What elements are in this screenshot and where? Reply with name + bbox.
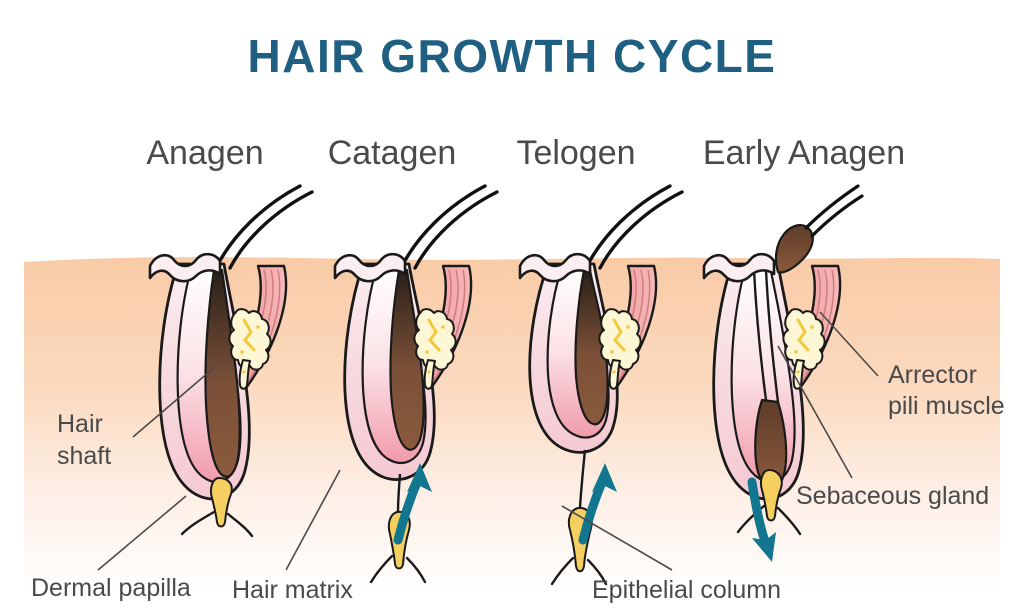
leader-hair-matrix bbox=[285, 469, 341, 571]
annotation-dermal-papilla: Dermal papilla bbox=[31, 574, 191, 602]
sebaceous-gland-3 bbox=[598, 308, 642, 390]
page-title: HAIR GROWTH CYCLE bbox=[248, 30, 777, 82]
leader-epithelial-column bbox=[561, 505, 673, 571]
leader-lines bbox=[97, 311, 879, 571]
follicle-catagen bbox=[333, 184, 499, 584]
follicle-anagen bbox=[148, 184, 314, 538]
stage-label-telogen: Telogen bbox=[516, 134, 635, 172]
sebaceous-gland-1 bbox=[228, 308, 272, 390]
annotation-sebaceous-gland: Sebaceous gland bbox=[796, 482, 989, 510]
hair-shaft-1 bbox=[214, 184, 314, 270]
annotation-hair-shaft-line2: shaft bbox=[57, 442, 111, 470]
annotation-arrector-pili-line2: pili muscle bbox=[888, 392, 1005, 420]
arrow-telogen-to-early-anagen bbox=[578, 463, 617, 545]
sebaceous-gland-4 bbox=[782, 308, 826, 390]
hair-bulb-2 bbox=[389, 268, 425, 451]
hair-bulb-3 bbox=[574, 268, 609, 426]
stage-label-anagen: Anagen bbox=[146, 134, 263, 172]
hair-shaft-3 bbox=[584, 184, 684, 270]
hair-shaft-2 bbox=[399, 184, 499, 270]
follicle-early-anagen bbox=[702, 184, 864, 536]
leader-arrector-pili bbox=[819, 311, 879, 377]
dermal-papilla-1 bbox=[180, 477, 254, 538]
annotation-epithelial-column: Epithelial column bbox=[592, 576, 781, 604]
stage-label-early-anagen: Early Anagen bbox=[703, 134, 905, 172]
leader-dermal-papilla bbox=[97, 495, 187, 571]
cycle-arrows bbox=[393, 463, 776, 562]
sebaceous-gland-2 bbox=[413, 308, 457, 390]
leader-sebaceous-gland bbox=[777, 345, 853, 479]
annotation-hair-shaft-line1: Hair bbox=[57, 410, 103, 438]
annotation-hair-matrix: Hair matrix bbox=[232, 576, 353, 604]
annotation-arrector-pili-line1: Arrector bbox=[888, 361, 977, 389]
arrow-early-anagen-to-anagen bbox=[747, 477, 776, 562]
club-hair-shedding bbox=[774, 184, 864, 274]
stage-label-catagen: Catagen bbox=[328, 134, 457, 172]
arrow-catagen-to-telogen bbox=[393, 463, 432, 545]
leader-hair-shaft bbox=[132, 365, 217, 438]
